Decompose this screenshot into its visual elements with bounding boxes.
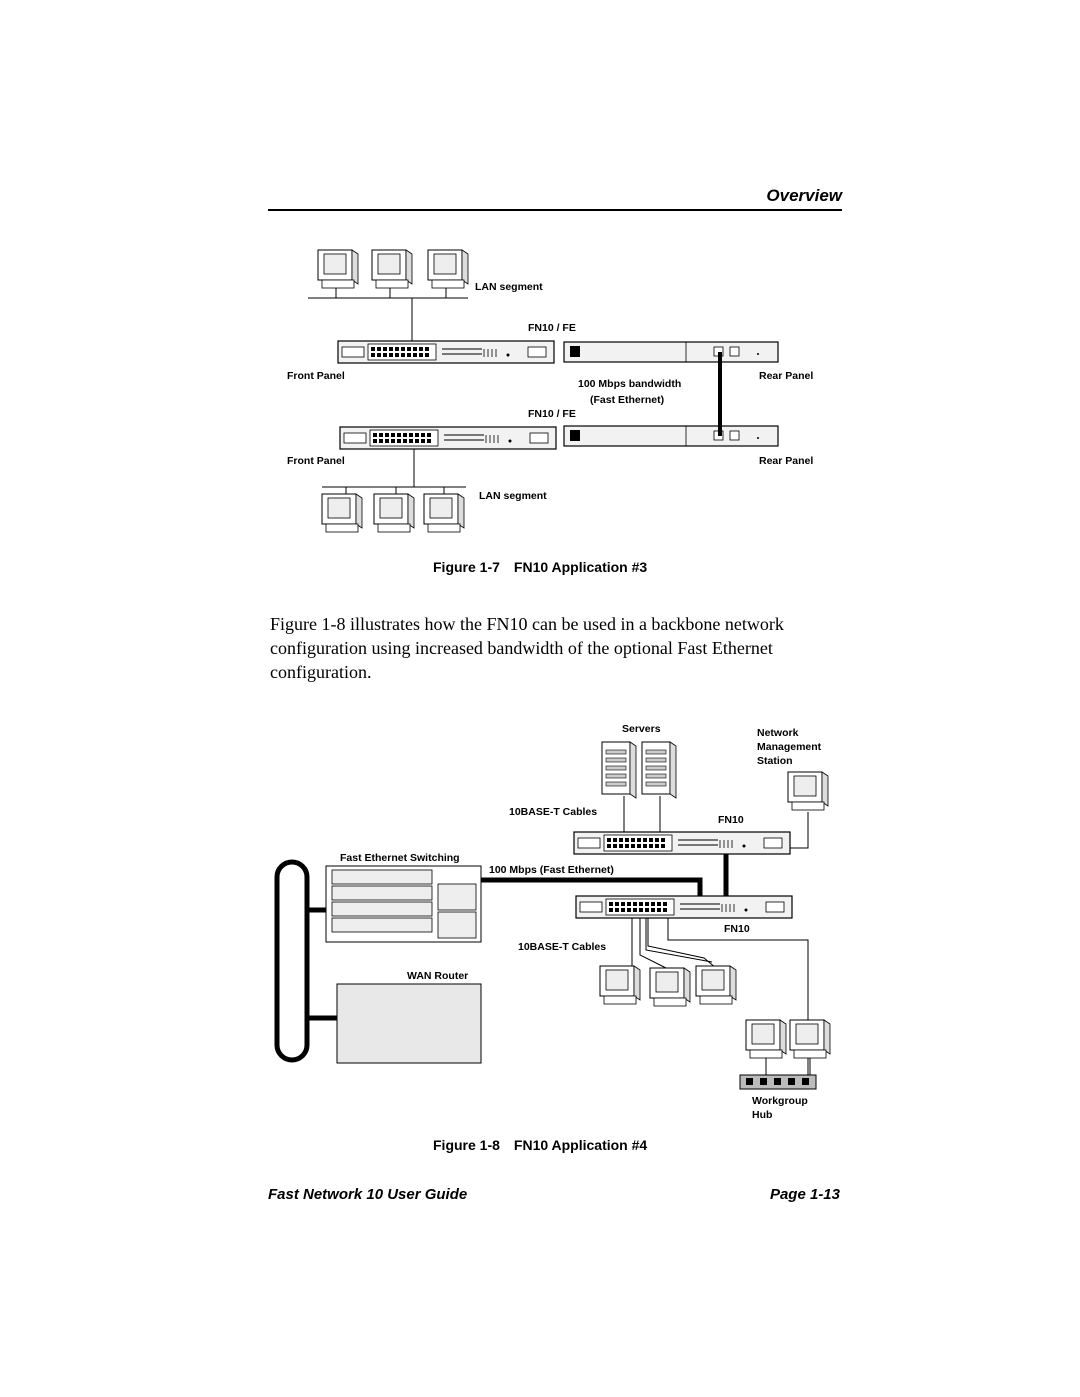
figure-1-7-caption: Figure 1-7 FN10 Application #3 xyxy=(433,559,647,575)
workstation-icon xyxy=(321,493,363,533)
switch-front-panel xyxy=(337,340,555,364)
nms-label-line2: Management xyxy=(757,741,822,753)
backbone-ring xyxy=(274,859,310,1063)
figure-1-8-number: Figure 1-8 xyxy=(433,1137,500,1153)
body-paragraph: Figure 1-8 illustrates how the FN10 can … xyxy=(270,614,784,682)
wan-router-box xyxy=(336,983,482,1064)
workstation-icon xyxy=(599,965,641,1005)
servers-label: Servers xyxy=(622,723,661,735)
fn10-switch-upper xyxy=(573,831,791,855)
rear-panel-label-top: Rear Panel xyxy=(759,370,814,382)
nms-label-line3: Station xyxy=(757,755,793,767)
switch-rear-panel xyxy=(563,425,779,447)
fast-ethernet-switching-label: Fast Ethernet Switching xyxy=(340,852,460,864)
bandwidth-label: 100 Mbps bandwidth xyxy=(578,378,682,390)
wan-router-label: WAN Router xyxy=(407,970,469,982)
fn10-fe-label-bottom: FN10 / FE xyxy=(528,408,576,420)
mbps-link-label: 100 Mbps (Fast Ethernet) xyxy=(489,864,614,876)
fn10-fe-label-top: FN10 / FE xyxy=(528,322,576,334)
workstation-icon xyxy=(371,249,413,289)
header-rule xyxy=(268,209,842,211)
page-number: Page 1-13 xyxy=(769,1186,840,1203)
front-panel-label-top: Front Panel xyxy=(287,370,345,382)
figure-1-8-caption: Figure 1-8 FN10 Application #4 xyxy=(433,1137,647,1153)
server-icon xyxy=(601,741,637,799)
workstation-icon xyxy=(649,967,691,1007)
switch-rear-panel xyxy=(563,341,779,363)
hub-label-line1: Workgroup xyxy=(752,1095,808,1107)
workstation-icon xyxy=(427,249,469,289)
switch-front-panel xyxy=(339,426,557,450)
footer-title: Fast Network 10 User Guide xyxy=(268,1186,468,1203)
workstation-icon xyxy=(745,1019,787,1059)
fn10-label-top: FN10 xyxy=(718,814,744,826)
server-icon xyxy=(641,741,677,799)
nms-label-line1: Network xyxy=(757,727,799,739)
cables-label-bottom: 10BASE-T Cables xyxy=(518,941,607,953)
rear-panel-label-bottom: Rear Panel xyxy=(759,455,814,467)
fast-ethernet-label: (Fast Ethernet) xyxy=(590,394,665,406)
workstation-icon xyxy=(317,249,359,289)
section-header: Overview xyxy=(766,186,842,205)
lan-segment-label-top: LAN segment xyxy=(475,281,543,293)
fn10-switch-lower xyxy=(575,895,793,919)
fn10-label-bottom: FN10 xyxy=(724,923,750,935)
hub-label-line2: Hub xyxy=(752,1109,773,1121)
workstation-icon xyxy=(787,771,829,811)
cables-label-top: 10BASE-T Cables xyxy=(509,806,598,818)
workstation-icon xyxy=(789,1019,831,1059)
workstation-icon xyxy=(423,493,465,533)
figure-1-7-title: FN10 Application #3 xyxy=(513,559,648,575)
workstation-icon xyxy=(695,965,737,1005)
figure-1-7-number: Figure 1-7 xyxy=(433,559,500,575)
front-panel-label-bottom: Front Panel xyxy=(287,455,345,467)
figure-1-8-title: FN10 Application #4 xyxy=(513,1137,648,1153)
workstation-icon xyxy=(373,493,415,533)
lan-segment-label-bottom: LAN segment xyxy=(479,490,547,502)
